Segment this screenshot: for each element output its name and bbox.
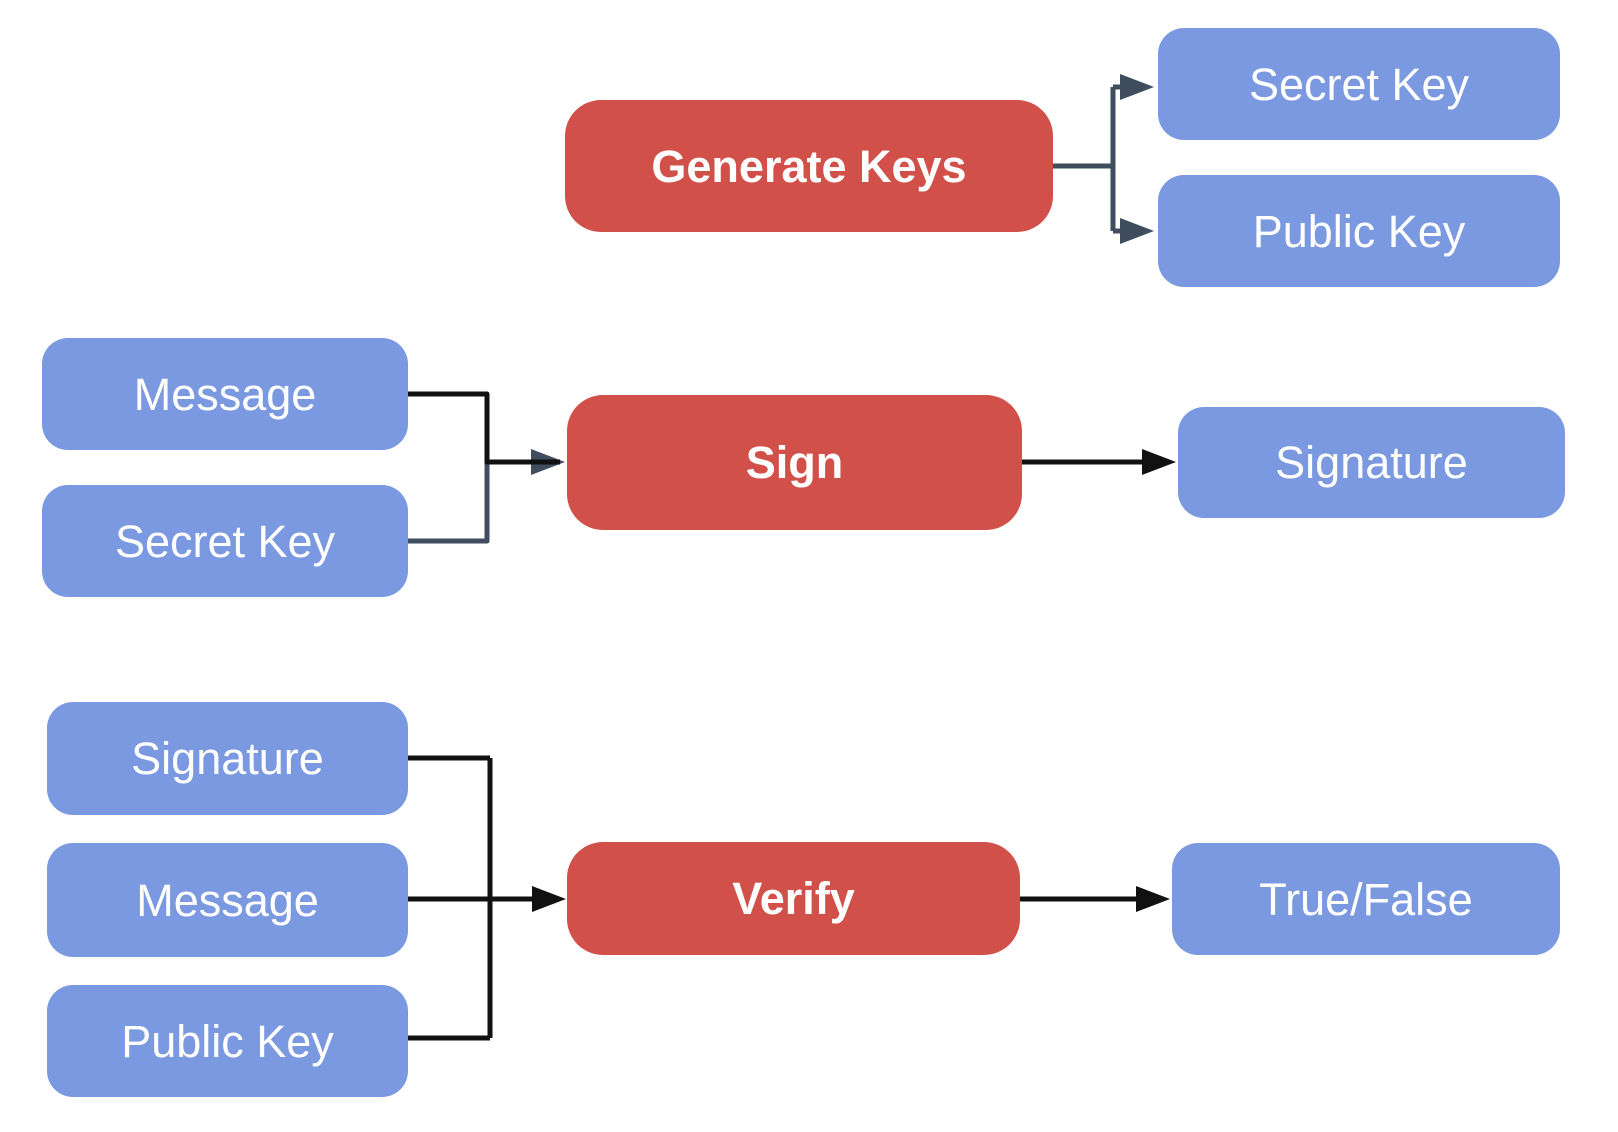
node-true-false: True/False	[1172, 843, 1560, 955]
edge-sign-to-signature	[1022, 449, 1176, 475]
node-message-sign-input: Message	[42, 338, 408, 450]
edge-generate-keys-branch	[1053, 74, 1154, 244]
node-public-key-verify-input: Public Key	[47, 985, 408, 1097]
edge-message-to-sign	[408, 391, 560, 465]
node-verify: Verify	[567, 842, 1020, 955]
arrowhead-to-truefalse	[1136, 886, 1170, 912]
arrowhead-to-signature	[1142, 449, 1176, 475]
arrowhead-to-verify	[532, 886, 566, 912]
node-sign: Sign	[567, 395, 1022, 530]
node-signature-output: Signature	[1178, 407, 1565, 518]
node-secret-key-output: Secret Key	[1158, 28, 1560, 140]
node-secret-key-sign-input: Secret Key	[42, 485, 408, 597]
edge-verify-to-truefalse	[1020, 886, 1170, 912]
node-message-verify-input: Message	[47, 843, 408, 957]
edge-inputs-to-verify	[408, 755, 566, 1041]
arrowhead-to-secret-key	[1120, 74, 1154, 100]
node-signature-verify-input: Signature	[47, 702, 408, 815]
node-public-key-output: Public Key	[1158, 175, 1560, 287]
arrowhead-to-public-key	[1120, 218, 1154, 244]
node-generate-keys: Generate Keys	[565, 100, 1053, 232]
